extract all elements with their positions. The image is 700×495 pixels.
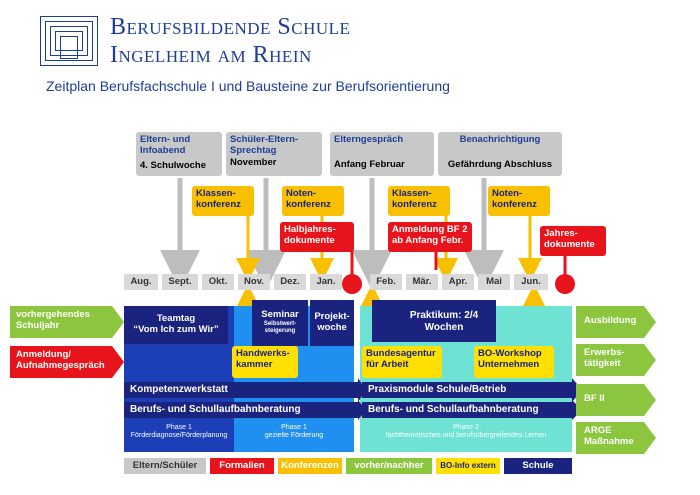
info-box-benachrichtigung-date: Gefährdung Abschluss <box>447 158 553 170</box>
arrowhead-beruf1 <box>358 400 366 420</box>
block-seminar-sub: Selbstwert-steigerung <box>263 320 297 334</box>
formal-anmeldung-bf2: Anmeldung BF 2 ab Anfang Febr. <box>388 222 472 252</box>
info-box-sprechtag-date: November <box>230 156 277 168</box>
conference-noten2: Noten-konferenz <box>488 186 550 216</box>
month-jan: Jan. <box>310 274 342 290</box>
block-projektwoche: Projekt-woche <box>310 300 354 346</box>
bar-praxis: Praxismodule Schule/Betrieb <box>362 382 572 398</box>
info-box-benachrichtigung: Benachrichtigung Gefährdung Abschluss <box>438 132 562 176</box>
conference-klassen2: Klassen-konferenz <box>388 186 450 216</box>
arrow-erwerb <box>576 344 656 376</box>
conference-noten1: Noten-konferenz <box>282 186 344 216</box>
label-anmeldung: Anmeldung/ Aufnahmegespräch <box>16 349 105 371</box>
phase1b-title: Phase 1 <box>281 424 307 431</box>
pin-halbjahr-dot <box>342 274 362 294</box>
legend-formalien: Formalien <box>210 458 274 474</box>
conference-klassen1: Klassen-konferenz <box>192 186 254 216</box>
block-teamtag-title: Teamtag <box>156 313 196 324</box>
info-box-elterngespraech-title: Elterngespräch <box>334 134 404 145</box>
block-teamtag: Teamtag “Vom Ich zum Wir” <box>124 306 228 344</box>
info-box-elternabend-title: Eltern- und Infoabend <box>140 134 191 156</box>
arrowhead-kompetenz <box>358 378 366 402</box>
bar-kompetenz: Kompetenzwerkstatt <box>124 382 358 398</box>
label-arge: ARGE Maßnahme <box>584 425 634 447</box>
legend-eltern: Eltern/Schüler <box>124 458 206 474</box>
school-logo <box>40 16 98 66</box>
block-seminar-title: Seminar <box>261 309 299 320</box>
bo-workshop: BO-Workshop Unternehmen <box>474 346 554 378</box>
block-teamtag-sub: “Vom Ich zum Wir” <box>133 323 219 335</box>
arrow-vorher <box>10 306 124 338</box>
info-box-elternabend: Eltern- und Infoabend 4. Schulwoche <box>136 132 222 176</box>
info-box-benachrichtigung-title: Benachrichtigung <box>459 134 541 145</box>
month-nov: Nov. <box>238 274 270 290</box>
page-subtitle: Zeitplan Berufsfachschule I und Baustein… <box>46 78 450 94</box>
info-box-sprechtag: Schüler-Eltern-Sprechtag November <box>226 132 322 176</box>
label-bf2: BF II <box>584 393 605 404</box>
month-sep: Sept. <box>162 274 198 290</box>
month-apr: Apr. <box>442 274 474 290</box>
label-ausbildung: Ausbildung <box>584 315 637 326</box>
phase1-sub: Förderdiagnose/Förderplanung <box>130 432 228 440</box>
phase1b-label: Phase 1 gezielte Förderung <box>234 424 354 440</box>
info-box-sprechtag-title: Schüler-Eltern-Sprechtag <box>230 134 299 156</box>
phase1-label: Phase 1 Förderdiagnose/Förderplanung <box>124 424 234 440</box>
school-name-line2: Ingelheim am Rhein <box>110 42 312 68</box>
phase2-title: Phase 2 <box>453 424 479 431</box>
month-aug: Aug. <box>124 274 158 290</box>
month-feb: Feb. <box>370 274 402 290</box>
month-jun: Jun. <box>514 274 548 290</box>
bar-beruf1: Berufs- und Schullaufbahnberatung <box>124 402 358 418</box>
phase2-label: Phase 2 fachtheoretisches und berufsüber… <box>360 424 572 440</box>
label-erwerb: Erwerbs-tätigkeit <box>584 347 625 369</box>
formal-halbjahr: Halbjahres-dokumente <box>280 222 354 252</box>
bo-bundesagentur: Bundesagentur für Arbeit <box>362 346 442 378</box>
legend-schule: Schule <box>504 458 572 474</box>
phase2-sub: fachtheoretisches und berufsübergreifend… <box>385 432 547 440</box>
arrow-anmeldung <box>10 346 124 378</box>
phase1b-sub: gezielte Förderung <box>264 432 324 440</box>
arrow-ausbildung <box>576 306 656 338</box>
info-box-elterngespraech: Elterngespräch Anfang Februar <box>330 132 434 176</box>
bo-handwerk: Handwerks-kammer <box>232 346 298 378</box>
legend-vorher: vorher/nachher <box>346 458 432 474</box>
school-name-line1: Berufsbildende Schule <box>110 14 351 40</box>
month-mar: Mär. <box>406 274 438 290</box>
label-vorher: vorhergehendes Schuljahr <box>16 309 90 331</box>
legend-boinfo: BO-Info extern <box>436 458 500 474</box>
month-mai: Mai <box>478 274 510 290</box>
legend-konferenzen: Konferenzen <box>278 458 342 474</box>
info-box-elterngespraech-date: Anfang Februar <box>334 158 405 170</box>
bar-beruf2: Berufs- und Schullaufbahnberatung <box>362 402 572 418</box>
formal-jahres: Jahres-dokumente <box>540 226 606 256</box>
month-okt: Okt. <box>202 274 234 290</box>
phase1-title: Phase 1 <box>166 424 192 431</box>
arrow-arge <box>576 422 656 454</box>
block-praktikum: Praktikum: 2/4 Wochen <box>372 300 496 342</box>
arrow-bf2 <box>576 384 656 416</box>
block-seminar: Seminar Selbstwert-steigerung <box>252 300 308 346</box>
pin-jahres-dot <box>555 274 575 294</box>
month-dez: Dez. <box>274 274 306 290</box>
info-box-elternabend-date: 4. Schulwoche <box>140 159 206 171</box>
